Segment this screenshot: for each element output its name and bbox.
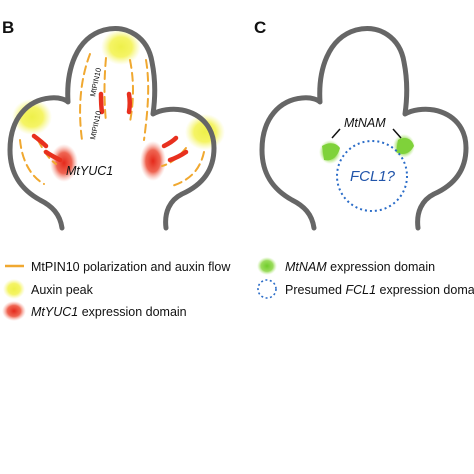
yuc1-domain-left <box>50 144 78 182</box>
yuc1-streak-center-left <box>98 91 105 115</box>
fcl1-domain-circle <box>336 140 408 212</box>
legend-nam-italic: MtNAM <box>285 260 327 274</box>
legend-yuc-swatch <box>2 301 26 321</box>
panel-b-letter: B <box>2 18 14 37</box>
mtnam-connector-left <box>331 128 341 139</box>
leaf-outline-b <box>7 26 217 231</box>
legend-fcl-rest: expression domai <box>376 283 474 297</box>
legend-pin-text: MtPIN10 polarization and auxin flow <box>31 260 231 274</box>
yuc1-streak-center-right <box>126 91 132 115</box>
pin-flow-center-inner <box>103 57 107 123</box>
yuc1-streaks <box>31 91 189 163</box>
mtyuc1-label: MtYUC1 <box>66 164 113 178</box>
panel-c: C MtNAM FCL1? <box>254 18 469 231</box>
legend: MtPIN10 polarization and auxin flow Auxi… <box>2 257 474 321</box>
legend-auxin-text: Auxin peak <box>31 283 94 297</box>
legend-item-yuc: MtYUC1 expression domain <box>2 301 187 321</box>
pin-flow-left-outer <box>19 139 45 185</box>
legend-item-auxin: Auxin peak <box>3 279 94 299</box>
pin-flow-center-outer <box>79 53 91 141</box>
pin-flow-right-outer <box>171 151 205 187</box>
pin10-flow-lines <box>19 53 205 187</box>
nam-domain-right <box>396 138 414 154</box>
mtnam-connector-right <box>392 128 402 139</box>
mtpin10-label-lower: MtPIN10 <box>88 110 103 140</box>
auxin-peak-left <box>12 99 52 135</box>
yuc1-streak-left-2 <box>43 149 63 163</box>
legend-auxin-swatch <box>3 279 25 299</box>
mtnam-label: MtNAM <box>344 116 386 130</box>
legend-yuc-italic: MtYUC1 <box>31 305 78 319</box>
legend-item-nam: MtNAM expression domain <box>257 257 435 275</box>
yuc1-streak-right-2 <box>167 149 189 163</box>
legend-item-pin: MtPIN10 polarization and auxin flow <box>5 260 231 274</box>
panel-b: B MtPIN10 MtP <box>2 18 225 231</box>
yuc1-domain-right <box>140 141 166 181</box>
yuc1-streak-right-1 <box>161 135 179 149</box>
legend-fcl-swatch <box>257 279 277 299</box>
legend-yuc-text: MtYUC1 expression domain <box>31 305 187 319</box>
legend-fcl-italic: FCL1 <box>345 283 376 297</box>
legend-nam-text: MtNAM expression domain <box>285 260 435 274</box>
legend-fcl-prefix: Presumed <box>285 283 345 297</box>
pin-flow-center-right-inner <box>129 59 134 123</box>
fcl1-label: FCL1? <box>350 168 396 185</box>
legend-nam-swatch <box>257 257 277 275</box>
panel-c-letter: C <box>254 18 266 37</box>
pin-flow-center-right-outer <box>143 59 150 141</box>
nam-domain-left <box>322 143 340 161</box>
auxin-peak-center <box>101 29 141 65</box>
legend-fcl-text: Presumed FCL1 expression domai <box>285 283 474 297</box>
yuc1-streak-left-1 <box>31 133 49 149</box>
leaf-outline-c <box>259 26 469 231</box>
legend-item-fcl: Presumed FCL1 expression domai <box>257 279 474 299</box>
legend-yuc-rest: expression domain <box>78 305 186 319</box>
legend-nam-rest: expression domain <box>327 260 435 274</box>
